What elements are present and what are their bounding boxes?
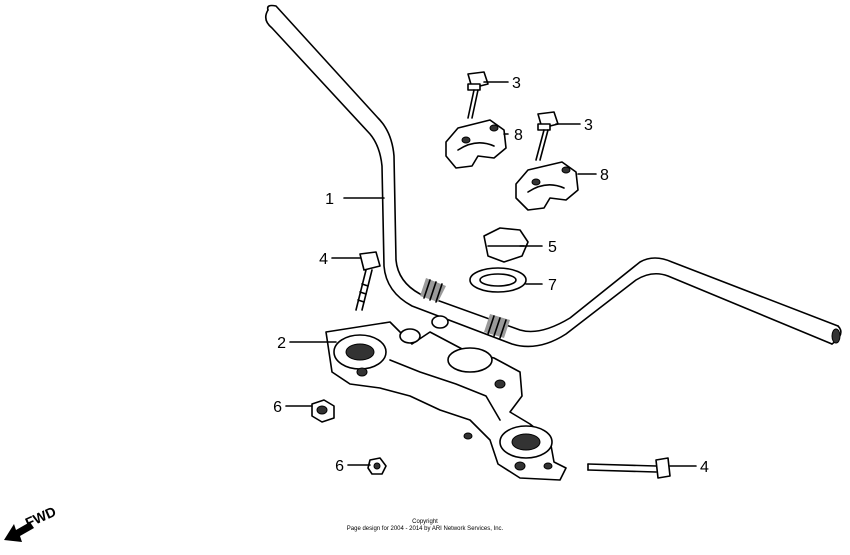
callout-labels: 1 2 3 3 4 4 5 6 6 7 8 8	[273, 75, 709, 476]
bolt-upper-right[interactable]	[535, 111, 559, 161]
upper-holder-left[interactable]	[445, 119, 507, 169]
washer[interactable]	[469, 267, 527, 293]
fwd-label: FWD	[23, 503, 59, 531]
callout-5: 5	[548, 239, 557, 256]
callout-4-upper: 4	[319, 251, 328, 268]
callout-8-lower: 8	[600, 167, 609, 184]
callout-4-lower: 4	[700, 459, 709, 476]
handlebar-knurl-left	[420, 278, 446, 303]
handlebar[interactable]	[264, 4, 842, 348]
callout-3-upper: 3	[512, 75, 521, 92]
handlebar-lower-holder[interactable]	[325, 315, 567, 481]
bolt-lower-left[interactable]	[355, 251, 381, 311]
nut-lower-bottom[interactable]	[367, 457, 387, 475]
forward-direction-indicator: FWD	[4, 503, 58, 542]
leader-lines	[285, 81, 697, 467]
forward-arrow-icon	[4, 522, 34, 542]
nut-lower-upper[interactable]	[311, 399, 335, 423]
copyright-footer: Copyright Page design for 2004 - 2014 by…	[300, 519, 550, 533]
callout-1: 1	[325, 191, 334, 208]
bolt-lower-right[interactable]	[587, 457, 671, 479]
callout-6-lower: 6	[335, 458, 344, 475]
bolt-upper-left[interactable]	[467, 71, 489, 119]
copyright-line-2: Page design for 2004 - 2014 by ARI Netwo…	[346, 526, 504, 532]
nut[interactable]	[483, 227, 529, 263]
handlebar-knurl-right	[484, 314, 510, 339]
copyright-line-1: Copyright	[412, 519, 438, 525]
callout-8-upper: 8	[514, 127, 523, 144]
upper-holder-right[interactable]	[515, 161, 579, 211]
callout-6-upper: 6	[273, 399, 282, 416]
callout-2: 2	[277, 335, 286, 352]
callout-3-lower: 3	[584, 117, 593, 134]
callout-7: 7	[548, 277, 557, 294]
